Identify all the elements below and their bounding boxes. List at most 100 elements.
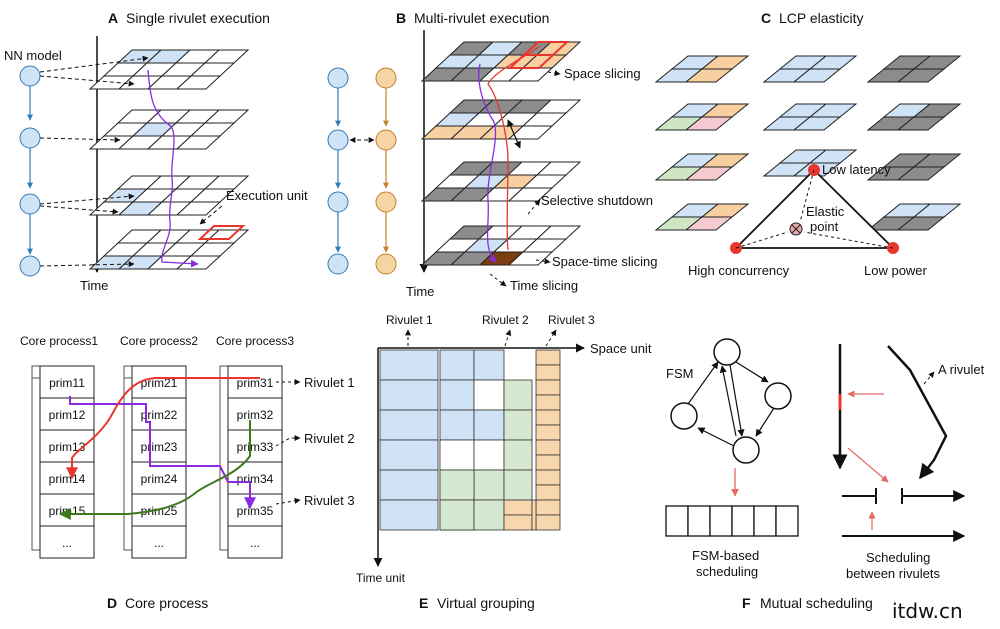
group-cell bbox=[473, 379, 505, 411]
grid-cell bbox=[684, 68, 734, 83]
prim-label: prim13 bbox=[49, 440, 86, 454]
group-cell bbox=[503, 379, 533, 411]
time-label-a: Time bbox=[80, 278, 108, 293]
grid-layer-2 bbox=[88, 109, 250, 150]
prim-label: prim24 bbox=[141, 472, 178, 486]
panel-e-title: Virtual grouping bbox=[437, 595, 535, 611]
grid-cell bbox=[792, 116, 842, 131]
group-cell bbox=[535, 424, 561, 441]
grid-cell bbox=[507, 251, 554, 266]
panel-a: A Single rivulet execution NN model Time… bbox=[4, 10, 308, 293]
rivulet2-label-e: Rivulet 2 bbox=[482, 313, 529, 327]
space-unit-label: Space unit bbox=[590, 341, 652, 356]
grid-cell bbox=[684, 216, 734, 231]
group-cell bbox=[379, 469, 439, 501]
prim-cell bbox=[227, 397, 283, 431]
panel-c-title: LCP elasticity bbox=[779, 10, 864, 26]
group-cell bbox=[439, 499, 475, 531]
group-cell bbox=[535, 409, 561, 426]
prim-cell bbox=[227, 365, 283, 399]
grid-cell bbox=[684, 116, 734, 131]
elasticity-grid bbox=[866, 55, 962, 83]
rivulet-label-d-1: Rivulet 1 bbox=[304, 375, 355, 390]
rivulet3-label-e: Rivulet 3 bbox=[548, 313, 595, 327]
queue-slot bbox=[775, 505, 799, 537]
panel-e: Rivulet 1 Rivulet 2 Rivulet 3 Space unit… bbox=[356, 313, 652, 611]
grid-layer-3 bbox=[420, 161, 582, 202]
grid-layer-1 bbox=[420, 41, 582, 82]
prim-label: prim15 bbox=[49, 504, 86, 518]
prim-label: prim35 bbox=[237, 504, 274, 518]
group-cell bbox=[535, 499, 561, 516]
low-power-label: Low power bbox=[864, 263, 928, 278]
group-cell bbox=[439, 409, 475, 441]
panel-c-letter: C bbox=[761, 10, 771, 26]
fsm-sched-line2: scheduling bbox=[696, 564, 758, 579]
panel-e-letter: E bbox=[419, 595, 428, 611]
panel-b-letter: B bbox=[396, 10, 406, 26]
group-cell bbox=[531, 499, 537, 531]
high-concurrency-label: High concurrency bbox=[688, 263, 790, 278]
nn-node bbox=[19, 65, 41, 87]
group-cell bbox=[439, 349, 475, 381]
point-label: point bbox=[810, 219, 839, 234]
elasticity-triangle bbox=[733, 168, 896, 249]
group-cell bbox=[535, 469, 561, 486]
elasticity-grid bbox=[654, 103, 750, 131]
queue-slot bbox=[687, 505, 711, 537]
prim-label: prim12 bbox=[49, 408, 86, 422]
grid-cell bbox=[175, 201, 222, 216]
panel-d: Core process1 Core process2 Core process… bbox=[20, 334, 355, 611]
queue-slot bbox=[731, 505, 755, 537]
fsm-state bbox=[713, 338, 741, 366]
elasticity-grid bbox=[654, 203, 750, 231]
prim-label: ... bbox=[154, 536, 164, 550]
elastic-label: Elastic bbox=[806, 204, 845, 219]
rivulet1-label-e: Rivulet 1 bbox=[386, 313, 433, 327]
elasticity-grid bbox=[762, 103, 858, 131]
fsm-state bbox=[670, 402, 698, 430]
group-cell bbox=[379, 439, 439, 471]
group-cell bbox=[503, 514, 533, 531]
grid-cell bbox=[175, 75, 222, 90]
prim-label: ... bbox=[250, 536, 260, 550]
panel-a-letter: A bbox=[108, 10, 118, 26]
between-line1: Scheduling bbox=[866, 550, 930, 565]
space-time-slicing-label: Space-time slicing bbox=[552, 254, 658, 269]
prim-cell bbox=[227, 429, 283, 463]
group-cell bbox=[473, 469, 505, 501]
group-cell bbox=[535, 394, 561, 411]
panel-f: FSM FSM-based scheduling A rivulet Sched… bbox=[665, 338, 985, 611]
core-process-header-3: Core process3 bbox=[216, 334, 294, 348]
rivulet-node-blue bbox=[327, 67, 349, 89]
panel-a-title: Single rivulet execution bbox=[126, 10, 270, 26]
elasticity-grid bbox=[654, 153, 750, 181]
prim-label: prim33 bbox=[237, 440, 274, 454]
prim-label: prim34 bbox=[237, 472, 274, 486]
elasticity-grid bbox=[762, 55, 858, 83]
rivulet-node-blue bbox=[327, 253, 349, 275]
prim-cell bbox=[131, 429, 187, 463]
elasticity-grid bbox=[866, 103, 962, 131]
panel-f-letter: F bbox=[742, 595, 751, 611]
group-cell bbox=[473, 349, 505, 381]
group-cell bbox=[535, 379, 561, 396]
group-cell bbox=[379, 349, 439, 381]
group-cell bbox=[535, 364, 561, 381]
grid-layer-2 bbox=[420, 99, 582, 140]
queue-slot bbox=[665, 505, 689, 537]
core-process-header-1: Core process1 bbox=[20, 334, 98, 348]
space-slicing-label: Space slicing bbox=[564, 66, 641, 81]
between-line2: between rivulets bbox=[846, 566, 940, 581]
grid-cell bbox=[175, 135, 222, 150]
group-cell bbox=[503, 469, 533, 501]
grid-cell bbox=[792, 68, 842, 83]
core-process-columns: prim11prim12prim13prim14prim15...prim21p… bbox=[31, 365, 283, 559]
panel-b: B Multi-rivulet execution Time Space sli… bbox=[327, 10, 658, 299]
rivulet-node-blue bbox=[327, 129, 349, 151]
group-cell bbox=[503, 499, 533, 516]
grid-layer-4 bbox=[88, 229, 250, 270]
prim-cell bbox=[39, 525, 95, 559]
prim-label: prim11 bbox=[49, 376, 85, 390]
group-cell bbox=[439, 439, 475, 471]
